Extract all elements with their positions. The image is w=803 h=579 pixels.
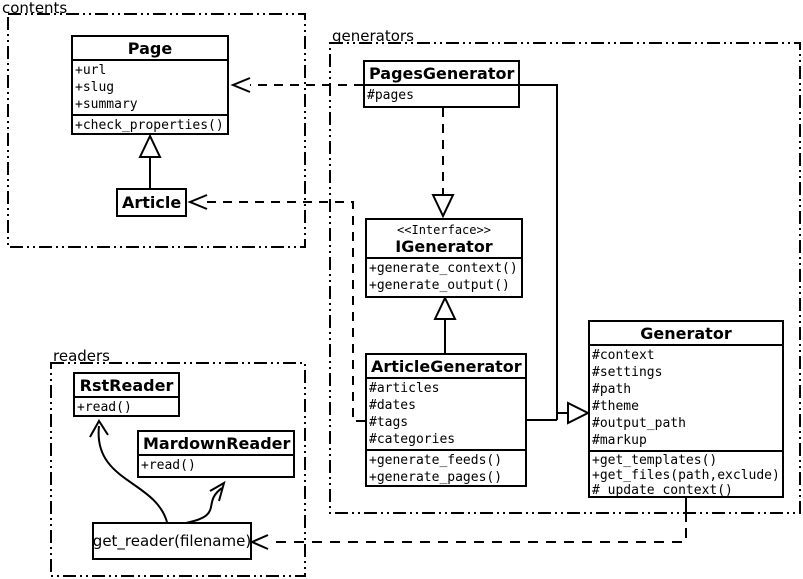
class-igenerator-title: IGenerator — [395, 237, 493, 256]
class-igenerator: <<Interface>> IGenerator +generate_conte… — [365, 218, 523, 298]
class-article-title: Article — [122, 193, 182, 212]
attribute: #output_path — [592, 416, 686, 431]
package-readers-border — [50, 362, 306, 577]
class-rstreader-methods: +read() — [75, 396, 178, 415]
dependency-articlegenerator-to-article — [187, 194, 365, 422]
method: +check_properties() — [75, 118, 224, 133]
method: +get_templates() — [592, 453, 718, 468]
class-pagesgenerator-title: PagesGenerator — [369, 64, 515, 83]
attribute: #theme — [592, 399, 639, 414]
dependency-pagesgenerator-to-page — [230, 77, 363, 93]
attribute: #pages — [367, 88, 414, 103]
method: +get_files(path,exclude) — [592, 468, 780, 483]
method: +read() — [77, 400, 132, 415]
function-get-reader-label: get_reader(filename) — [92, 532, 252, 550]
class-igenerator-methods: +generate_context() +generate_output() — [367, 257, 521, 295]
package-contents-border — [7, 13, 306, 248]
class-pagesgenerator-attributes: #pages — [365, 84, 518, 105]
package-generators-label: generators — [332, 27, 414, 45]
method: +generate_feeds() — [369, 453, 503, 468]
class-page-methods: +check_properties() — [73, 114, 227, 133]
arrow-getreader-to-rstreader — [89, 419, 168, 523]
class-generator-methods: +get_templates() +get_files(path,exclude… — [590, 450, 782, 498]
attribute: +url — [75, 63, 107, 78]
dependency-generator-to-getreader — [249, 498, 687, 550]
class-generator-title: Generator — [640, 324, 732, 343]
class-page: Page +url +slug +summary +check_properti… — [71, 35, 229, 135]
class-article: Article — [116, 188, 187, 217]
attribute: #settings — [592, 365, 663, 380]
arrow-getreader-to-mardownreader — [185, 480, 226, 524]
package-readers-label: readers — [53, 347, 110, 365]
class-mardownreader: MardownReader +read() — [137, 430, 295, 478]
generalization-article-to-page — [138, 133, 162, 188]
class-rstreader-title: RstReader — [79, 376, 174, 395]
function-get-reader-box: get_reader(filename) — [92, 522, 252, 560]
class-generator: Generator #context #settings #path #them… — [588, 320, 784, 498]
realization-pagesgenerator-to-igenerator — [431, 108, 455, 219]
class-igenerator-stereotype: <<Interface>> — [397, 223, 491, 237]
class-mardownreader-methods: +read() — [139, 454, 293, 475]
class-articlegenerator-title: ArticleGenerator — [371, 357, 522, 376]
attribute: #dates — [369, 398, 416, 413]
generalization-articlegenerator-to-igenerator — [433, 295, 457, 353]
method: +read() — [141, 458, 196, 473]
class-generator-attributes: #context #settings #path #theme #output_… — [590, 344, 782, 450]
attribute: +summary — [75, 97, 138, 112]
attribute: #articles — [369, 381, 440, 396]
class-pagesgenerator: PagesGenerator #pages — [363, 60, 520, 108]
method: +generate_pages() — [369, 470, 503, 485]
package-contents-label: contents — [2, 0, 68, 17]
class-mardownreader-title: MardownReader — [143, 434, 291, 453]
class-page-attributes: +url +slug +summary — [73, 59, 227, 114]
method: +generate_output() — [369, 278, 510, 293]
attribute: #context — [592, 348, 655, 363]
class-articlegenerator-attributes: #articles #dates #tags #categories — [367, 377, 525, 449]
attribute: #tags — [369, 415, 409, 430]
generalization-generators-to-generator — [520, 84, 591, 425]
attribute: +slug — [75, 80, 115, 95]
attribute: #path — [592, 382, 632, 397]
package-generators-border — [329, 42, 801, 514]
class-articlegenerator: ArticleGenerator #articles #dates #tags … — [365, 353, 527, 487]
method: +generate_context() — [369, 261, 518, 276]
class-rstreader: RstReader +read() — [73, 372, 180, 417]
class-articlegenerator-methods: +generate_feeds() +generate_pages() — [367, 449, 525, 485]
attribute: #categories — [369, 432, 456, 447]
method: #_update_context() — [592, 483, 733, 498]
attribute: #markup — [592, 433, 647, 448]
class-page-title: Page — [127, 39, 173, 58]
